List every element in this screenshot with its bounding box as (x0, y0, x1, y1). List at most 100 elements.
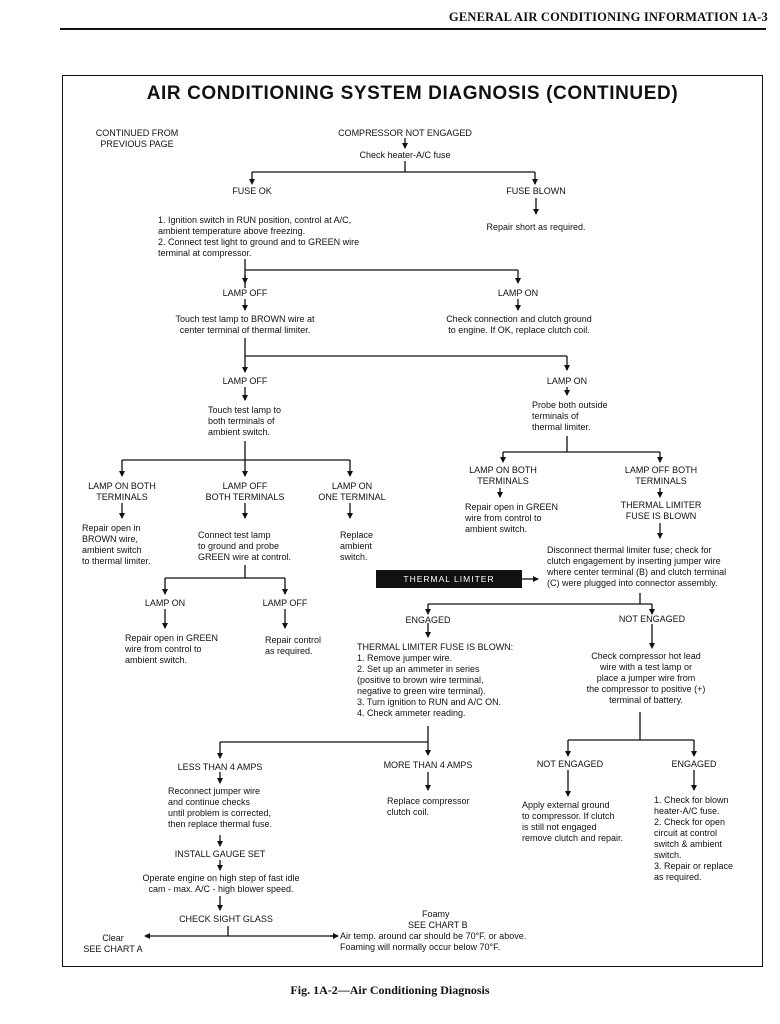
node-clear: Clear SEE CHART A (80, 933, 146, 955)
text-line: thermal limiter. (532, 422, 591, 432)
text-line: Touch test lamp to BROWN wire at (175, 314, 315, 324)
text-line: the compressor to positive (+) (586, 684, 706, 694)
text-line: to thermal limiter. (82, 556, 151, 566)
text-line: switch. (340, 552, 368, 562)
text-line: Air temp. around car should be 70°F. or … (340, 931, 527, 941)
text-line: TERMINALS (477, 476, 529, 486)
text-line: wire from control to (125, 644, 202, 654)
text-line: Foaming will normally occur below 70°F. (340, 942, 501, 952)
node-foamy: Foamy SEE CHART B Air temp. around car s… (340, 909, 526, 953)
node-operate-engine: Operate engine on high step of fast idle… (138, 873, 304, 895)
node-lamp-off-1: LAMP OFF (222, 288, 268, 298)
text-line: ambient switch. (208, 427, 271, 437)
text-line: switch & ambient (654, 839, 723, 849)
step-line: ambient temperature above freezing. (158, 226, 306, 236)
node-lamp-off-both-right: LAMP OFF BOTH TERMINALS (622, 465, 700, 487)
text-line: ambient switch (82, 545, 142, 555)
text-line: wire with a test lamp or (599, 662, 693, 672)
text-line: Connect test lamp (198, 530, 271, 540)
text-line: Operate engine on high step of fast idle (142, 873, 300, 883)
text-line: remove clutch and repair. (522, 833, 624, 843)
step-line: terminal at compressor. (158, 248, 252, 258)
node-lamp-on-2: LAMP ON (546, 376, 588, 386)
text-line: (positive to brown wire terminal, (357, 675, 484, 685)
text-line: Clear (102, 933, 124, 943)
node-check-fuse: Check heater-A/C fuse (359, 150, 451, 160)
text-line: 3. Turn ignition to RUN and A/C ON. (357, 697, 502, 707)
header-rule (60, 28, 766, 30)
text-line: 4. Check ammeter reading. (357, 708, 466, 718)
node-fuse-ok-steps: 1. Ignition switch in RUN position, cont… (158, 215, 359, 259)
text-line: Repair open in GREEN (125, 633, 219, 643)
continued-line: PREVIOUS PAGE (100, 139, 174, 149)
text-line: GREEN wire at control. (198, 552, 292, 562)
text-line: Probe both outside (532, 400, 608, 410)
text-line: BOTH TERMINALS (205, 492, 285, 502)
node-lamp-off-2: LAMP OFF (222, 376, 268, 386)
text-line: then replace thermal fuse. (168, 819, 273, 829)
continued-line: CONTINUED FROM (95, 128, 179, 138)
text-line: ambient switch. (125, 655, 188, 665)
node-not-engaged-2: NOT ENGAGED (536, 759, 604, 769)
node-lamp-off-3: LAMP OFF (262, 598, 308, 608)
node-more-4-amps: MORE THAN 4 AMPS (383, 760, 473, 770)
node-apply-ground: Apply external ground to compressor. If … (522, 800, 623, 844)
text-line: LAMP ON (331, 481, 373, 491)
text-line: to ground and probe (198, 541, 280, 551)
node-repair-green-right: Repair open in GREEN wire from control t… (465, 502, 558, 535)
text-line: FUSE IS BLOWN (625, 511, 697, 521)
text-line: negative to green wire terminal). (357, 686, 486, 696)
node-replace-switch: Replace ambient switch. (340, 530, 373, 563)
text-line: LAMP OFF (222, 481, 268, 491)
text-line: Check connection and clutch ground (446, 314, 592, 324)
node-repair-control: Repair control as required. (265, 635, 321, 657)
node-check-sight-glass: CHECK SIGHT GLASS (179, 914, 273, 924)
text-line: BROWN wire, (82, 534, 138, 544)
node-less-4-amps: LESS THAN 4 AMPS (177, 762, 263, 772)
figure-caption: Fig. 1A-2—Air Conditioning Diagnosis (290, 983, 490, 997)
text-line: place a jumper wire from (596, 673, 696, 683)
text-line: 2. Set up an ammeter in series (357, 664, 480, 674)
text-line: Repair control (265, 635, 322, 645)
text-line: Replace compressor (387, 796, 470, 806)
running-header: GENERAL AIR CONDITIONING INFORMATION 1A-… (448, 10, 768, 24)
text-line: Repair open in (82, 523, 141, 533)
node-connect-test-lamp: Connect test lamp to ground and probe GR… (198, 530, 291, 563)
text-line: Apply external ground (522, 800, 610, 810)
text-line: Foamy (422, 909, 450, 919)
text-line: until problem is corrected, (168, 808, 272, 818)
node-lamp-on-both-left: LAMP ON BOTH TERMINALS (82, 481, 162, 503)
text-line: Reconnect jumper wire (168, 786, 261, 796)
node-reconnect: Reconnect jumper wire and continue check… (168, 786, 272, 830)
node-repair-brown: Repair open in BROWN wire, ambient switc… (82, 523, 151, 567)
node-fuse-blown: FUSE BLOWN (506, 186, 566, 196)
node-fuse-ok: FUSE OK (232, 186, 272, 196)
text-line: LAMP ON BOTH (88, 481, 156, 491)
text-line: THERMAL LIMITER FUSE IS BLOWN: (357, 642, 514, 652)
text-line: THERMAL LIMITER (620, 500, 702, 510)
text-line: to compressor. If clutch (522, 811, 615, 821)
text-line: Touch test lamp to (208, 405, 282, 415)
text-line: 1. Check for blown (654, 795, 729, 805)
text-line: clutch coil. (387, 807, 430, 817)
text-line: terminal of battery. (609, 695, 683, 705)
text-line: Repair open in GREEN (465, 502, 559, 512)
text-line: ambient (340, 541, 373, 551)
text-line: terminals of (532, 411, 579, 421)
node-replace-coil: Replace compressor clutch coil. (387, 796, 470, 818)
node-lamp-on-1: LAMP ON (497, 288, 539, 298)
text-line: Replace (340, 530, 374, 540)
node-repair-green-left: Repair open in GREEN wire from control t… (125, 633, 218, 666)
node-check-connection: Check connection and clutch ground to en… (440, 314, 598, 336)
step-line: 2. Connect test light to ground and to G… (158, 237, 360, 247)
text-line: LAMP OFF BOTH (624, 465, 698, 475)
text-line: where center terminal (B) and clutch ter… (547, 567, 727, 577)
text-line: SEE CHART A (83, 944, 143, 954)
text-line: TERMINALS (635, 476, 687, 486)
text-line: heater-A/C fuse. (654, 806, 720, 816)
node-engaged-2: ENGAGED (671, 759, 717, 769)
text-line: clutch engagement by inserting jumper wi… (547, 556, 721, 566)
text-line: Disconnect thermal limiter fuse; check f… (547, 545, 712, 555)
text-line: cam - max. A/C - high blower speed. (148, 884, 294, 894)
